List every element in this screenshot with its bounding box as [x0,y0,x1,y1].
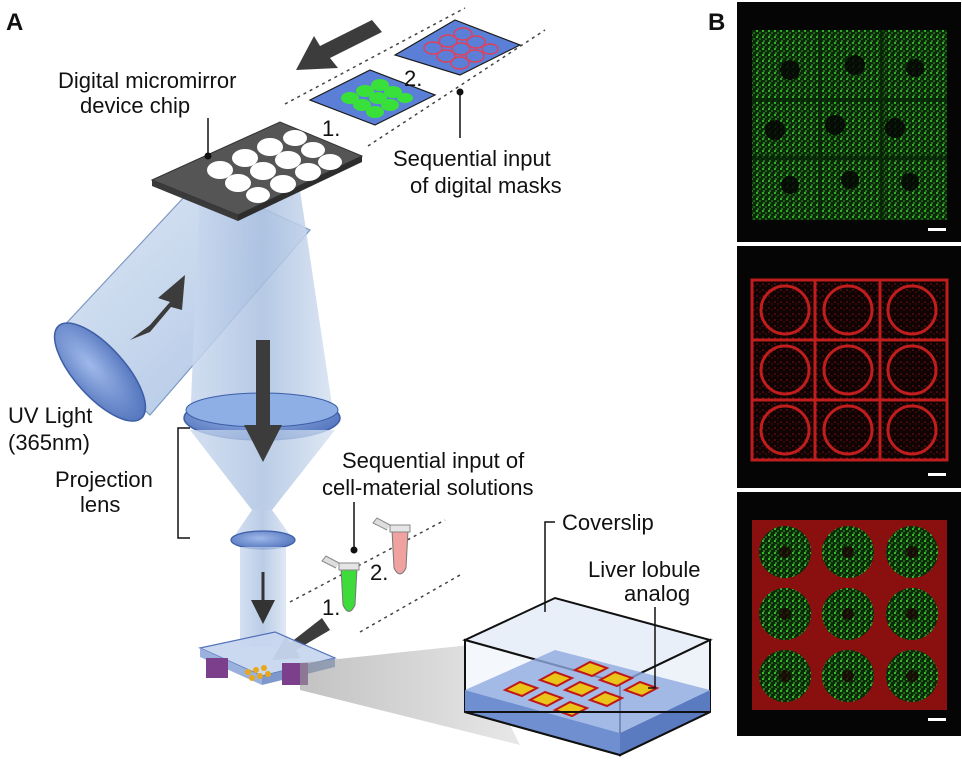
mask-1-number: 1. [322,116,340,141]
dmd-label-line-2: device chip [80,93,190,118]
scale-bar-green [928,228,946,231]
digital-mask-1 [308,69,437,126]
dmd-chip [150,121,364,221]
uv-label-line-2: (365nm) [8,430,90,455]
masks-label-line-1: Sequential input [393,146,551,171]
mask-guide-line-bottom [367,29,546,147]
green-channel-image [737,2,961,242]
tube-2-pink [372,517,411,575]
solutions-label-line-1: Sequential input of [342,448,525,473]
solutions-label-line-2: cell-material solutions [322,475,534,500]
projection-lens-small [230,530,296,550]
panel-b-letter: B [708,9,725,36]
mask-input-arrow [296,20,382,70]
projection-beam-upper [190,185,335,425]
diverging-beam [235,510,290,535]
lobule-label-line-2: analog [624,581,690,606]
tube-1-green [321,555,360,612]
masks-leader-dot [456,88,464,96]
tube-guide-line-top [289,519,446,603]
dmd-leader-dot [204,152,212,160]
merged-channel-image [737,492,961,736]
scale-bar-red [928,473,946,476]
lens-bracket [177,427,190,539]
uv-direction-arrow [130,275,185,340]
digital-mask-2 [393,19,522,76]
scale-bar-merged [928,718,946,721]
panel-a-letter: A [6,9,23,36]
solutions-leader-dot [350,546,358,554]
projection-arrow [244,340,282,462]
lobule-leader-line [648,607,656,689]
converging-beam [190,430,335,510]
mask-2-number: 2. [404,66,422,91]
tube-1-number: 1. [322,595,340,620]
coverslip-label: Coverslip [562,510,654,535]
dmd-label-line-1: Digital micromirror [58,68,236,93]
masks-label-line-2: of digital masks [410,173,562,198]
dmd-pattern [207,130,342,203]
red-channel-image [737,246,961,488]
lens-label-line-1: Projection [55,467,153,492]
tube-guide-line-bottom [359,574,461,633]
mask-guide-line-top [284,7,466,105]
uv-label-line-1: UV Light [8,403,92,428]
uv-source-lens [53,322,147,422]
coverslip-zoom-box [462,596,713,757]
lobule-label-line-1: Liver lobule [588,557,701,582]
tube-2-number: 2. [370,560,388,585]
lens-label-line-2: lens [80,492,120,517]
coverslip-leader-line [544,521,555,612]
